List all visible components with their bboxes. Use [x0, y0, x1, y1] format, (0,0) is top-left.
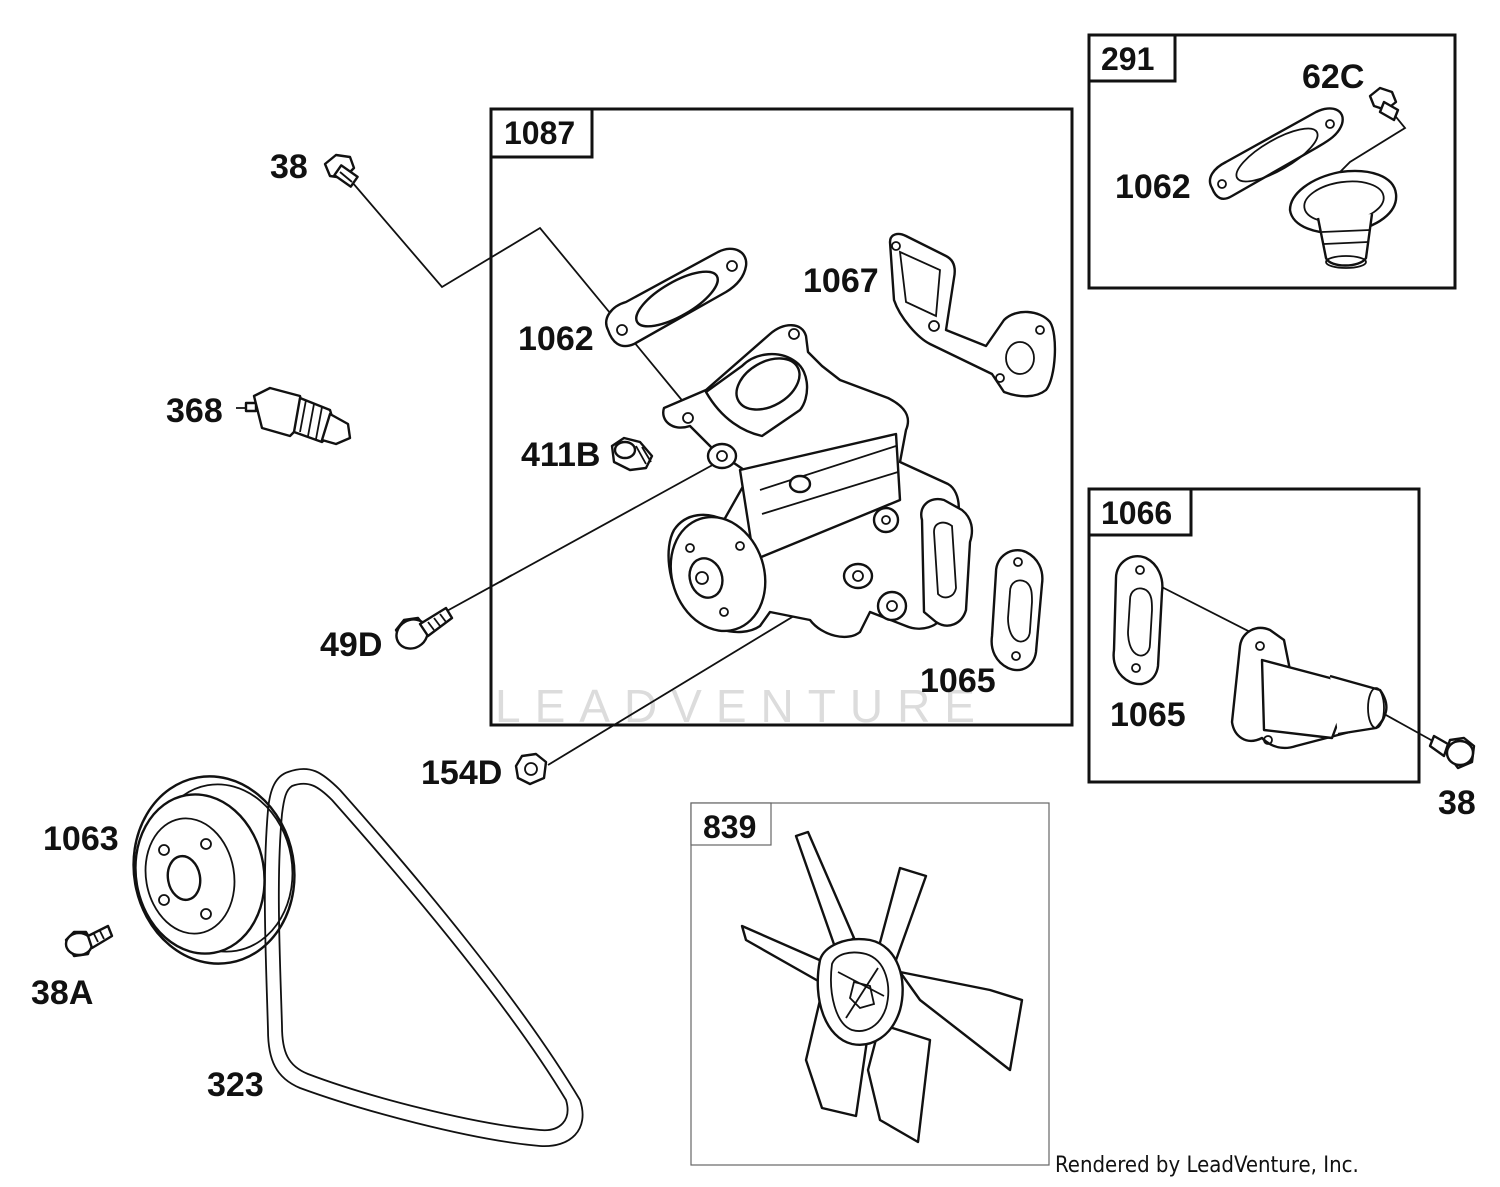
callout-labels: 38 368 1062 411B 1067 49D 1065 154D 1063… — [31, 58, 1476, 1104]
bolt-38-right — [1428, 734, 1476, 770]
bolt-49d — [394, 606, 454, 650]
callout-1065-1066: 1065 — [1110, 696, 1186, 734]
callout-38a: 38A — [31, 974, 93, 1012]
belt-323 — [263, 768, 584, 1147]
gasket-1062-main — [605, 247, 748, 348]
pulley-1063 — [132, 775, 296, 965]
box-1087: 1087 — [489, 107, 1074, 727]
footer-credit: Rendered by LeadVenture, Inc. — [1055, 1153, 1359, 1178]
callout-49d: 49D — [320, 626, 382, 664]
callout-323: 323 — [207, 1066, 264, 1104]
thermostat — [1288, 169, 1398, 269]
nut-154d — [514, 752, 548, 786]
callout-38-top: 38 — [270, 148, 308, 186]
plug-411b — [610, 436, 654, 472]
callout-62c: 62C — [1302, 58, 1364, 96]
fan-839 — [740, 830, 1024, 1144]
bolt-38a — [64, 924, 114, 958]
screw-62c — [1368, 86, 1400, 122]
callout-38-right: 38 — [1438, 784, 1476, 822]
callout-1062-291: 1062 — [1115, 168, 1191, 206]
water-outlet — [1230, 626, 1388, 750]
callout-1062-main: 1062 — [518, 320, 594, 358]
callout-411b: 411B — [521, 436, 600, 474]
bolt-38-top — [323, 153, 359, 188]
watermark: LEADVENTURE — [495, 680, 989, 732]
box-291-label: 291 — [1101, 41, 1154, 77]
callout-1065-main: 1065 — [920, 662, 996, 700]
box-1066-label: 1066 — [1101, 495, 1172, 531]
callout-154d: 154D — [421, 754, 502, 792]
box-839-label: 839 — [703, 809, 756, 845]
outlet-gasket-1065 — [1112, 555, 1164, 686]
temperature-sender-368 — [236, 386, 352, 446]
gasket-1065-main — [990, 549, 1044, 672]
callout-368: 368 — [166, 392, 223, 430]
gasket-1067 — [888, 232, 1057, 398]
callout-1063: 1063 — [43, 820, 119, 858]
callout-1067: 1067 — [803, 262, 879, 300]
water-pump-body — [662, 324, 974, 639]
box-1087-label: 1087 — [504, 115, 575, 151]
thermostat-gasket-1062 — [1208, 107, 1344, 200]
